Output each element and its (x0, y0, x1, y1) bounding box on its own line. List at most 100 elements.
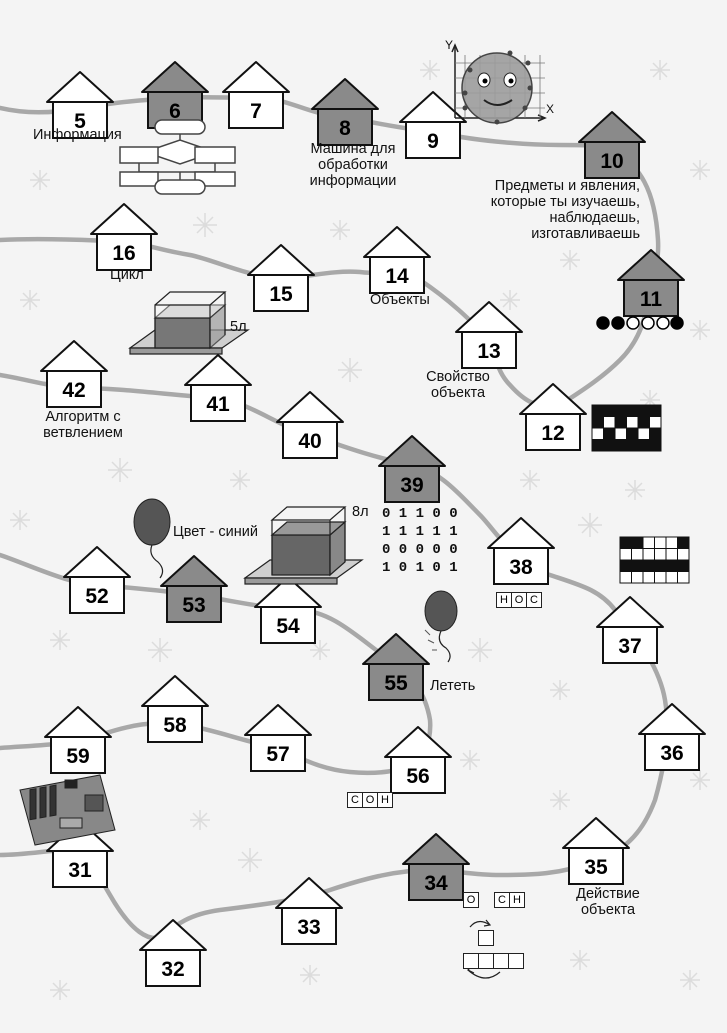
pixel-cell (637, 439, 650, 452)
house-roof (247, 244, 315, 276)
house-32: 32 (139, 919, 207, 987)
house-number: 12 (541, 422, 564, 445)
house-body (461, 331, 517, 369)
house-body (525, 413, 581, 451)
binary-row: 0 0 0 0 0 (382, 542, 458, 558)
house-5: 5 (46, 71, 114, 139)
letter-box (479, 953, 494, 969)
house-38: 38 (487, 517, 555, 585)
house-number: 38 (509, 556, 533, 579)
pixel-cell (603, 404, 616, 417)
house-10: 10 (578, 111, 646, 179)
pixel-pattern-37 (619, 536, 690, 584)
house-number: 58 (163, 714, 187, 737)
axis-y-label: Y (445, 38, 454, 52)
house-body (368, 663, 424, 701)
house-number: 10 (600, 150, 623, 173)
label-tsikl: Цикл (110, 267, 144, 283)
label-line: Машина для (310, 141, 396, 157)
flowchart-illustration (119, 119, 236, 195)
house-16: 16 (90, 203, 158, 271)
label-algoritm: Алгоритм с ветвлением (38, 409, 128, 441)
pixel-cell (637, 416, 650, 429)
pixel-cell (591, 439, 604, 452)
letter-box: О (463, 892, 479, 908)
house-number: 5 (74, 110, 86, 133)
label-line: объекта (580, 902, 636, 918)
house-number: 15 (269, 283, 293, 306)
letter-box: О (363, 792, 378, 808)
house-number: 35 (584, 856, 608, 879)
binary-row: 1 1 1 1 1 (382, 524, 458, 540)
house-body (623, 279, 679, 317)
pixel-cell (677, 548, 690, 561)
house-roof (275, 877, 343, 909)
house-number: 9 (427, 130, 439, 153)
label-line: Алгоритм с (45, 409, 121, 425)
axis-x-label: X (546, 102, 555, 116)
pixel-cell (637, 404, 650, 417)
house-body (644, 733, 700, 771)
house-body (602, 626, 658, 664)
label-line: изготавливаешь (531, 226, 640, 242)
label-predmety: Предметы и явления, которые ты изучаешь,… (450, 178, 640, 242)
house-number: 59 (66, 745, 89, 768)
house-body (145, 949, 201, 987)
house-number: 8 (339, 117, 351, 140)
word-son: С О Н (347, 792, 393, 808)
pixel-cell (649, 427, 662, 440)
label-line: Предметы и явления, (494, 178, 640, 194)
label-mashina: Машина для обработки информации (298, 141, 408, 189)
word-nos: Н О С (496, 592, 542, 608)
letter-box (463, 953, 479, 969)
house-number: 40 (298, 430, 321, 453)
house-body (250, 734, 306, 772)
house-roof (63, 546, 131, 578)
pixel-cell (654, 571, 667, 584)
house-8: 8 (311, 78, 379, 146)
pixel-cell (631, 571, 644, 584)
house-number: 53 (182, 594, 205, 617)
house-number: 54 (276, 615, 300, 638)
house-6: 6 (141, 61, 209, 129)
house-body (166, 585, 222, 623)
label-line: информации (309, 173, 397, 189)
house-number: 31 (68, 859, 92, 882)
house-body (96, 233, 152, 271)
house-13: 13 (455, 301, 523, 369)
house-roof (222, 61, 290, 93)
house-12: 12 (519, 383, 587, 451)
house-37: 37 (596, 596, 664, 664)
pixel-cell (654, 536, 667, 549)
house-roof (562, 817, 630, 849)
house-11: 11 (617, 249, 685, 317)
pixel-cell (642, 571, 655, 584)
house-59: 59 (44, 706, 112, 774)
house-56: 56 (384, 726, 452, 794)
word-34-top: О С Н (463, 892, 525, 908)
house-body (46, 370, 102, 408)
house-roof (378, 435, 446, 467)
house-14: 14 (363, 226, 431, 294)
letter-box-row (463, 953, 524, 969)
pixel-cell (603, 439, 616, 452)
pixel-cell (642, 548, 655, 561)
pixel-cell (591, 404, 604, 417)
house-roof (90, 203, 158, 235)
house-41: 41 (184, 354, 252, 422)
pixel-cell (642, 536, 655, 549)
house-body (317, 108, 373, 146)
pixel-cell (649, 404, 662, 417)
pixel-cell (637, 427, 650, 440)
binary-table: 0 1 1 0 0 1 1 1 1 1 0 0 0 0 0 1 0 1 0 1 (382, 505, 458, 577)
house-34: 34 (402, 833, 470, 901)
label-obekty: Объекты (370, 292, 430, 308)
house-number: 6 (169, 100, 181, 123)
house-body (282, 421, 338, 459)
house-number: 33 (297, 916, 320, 939)
house-body (568, 847, 624, 885)
label-line: ветвлением (43, 425, 123, 441)
house-number: 56 (406, 765, 429, 788)
